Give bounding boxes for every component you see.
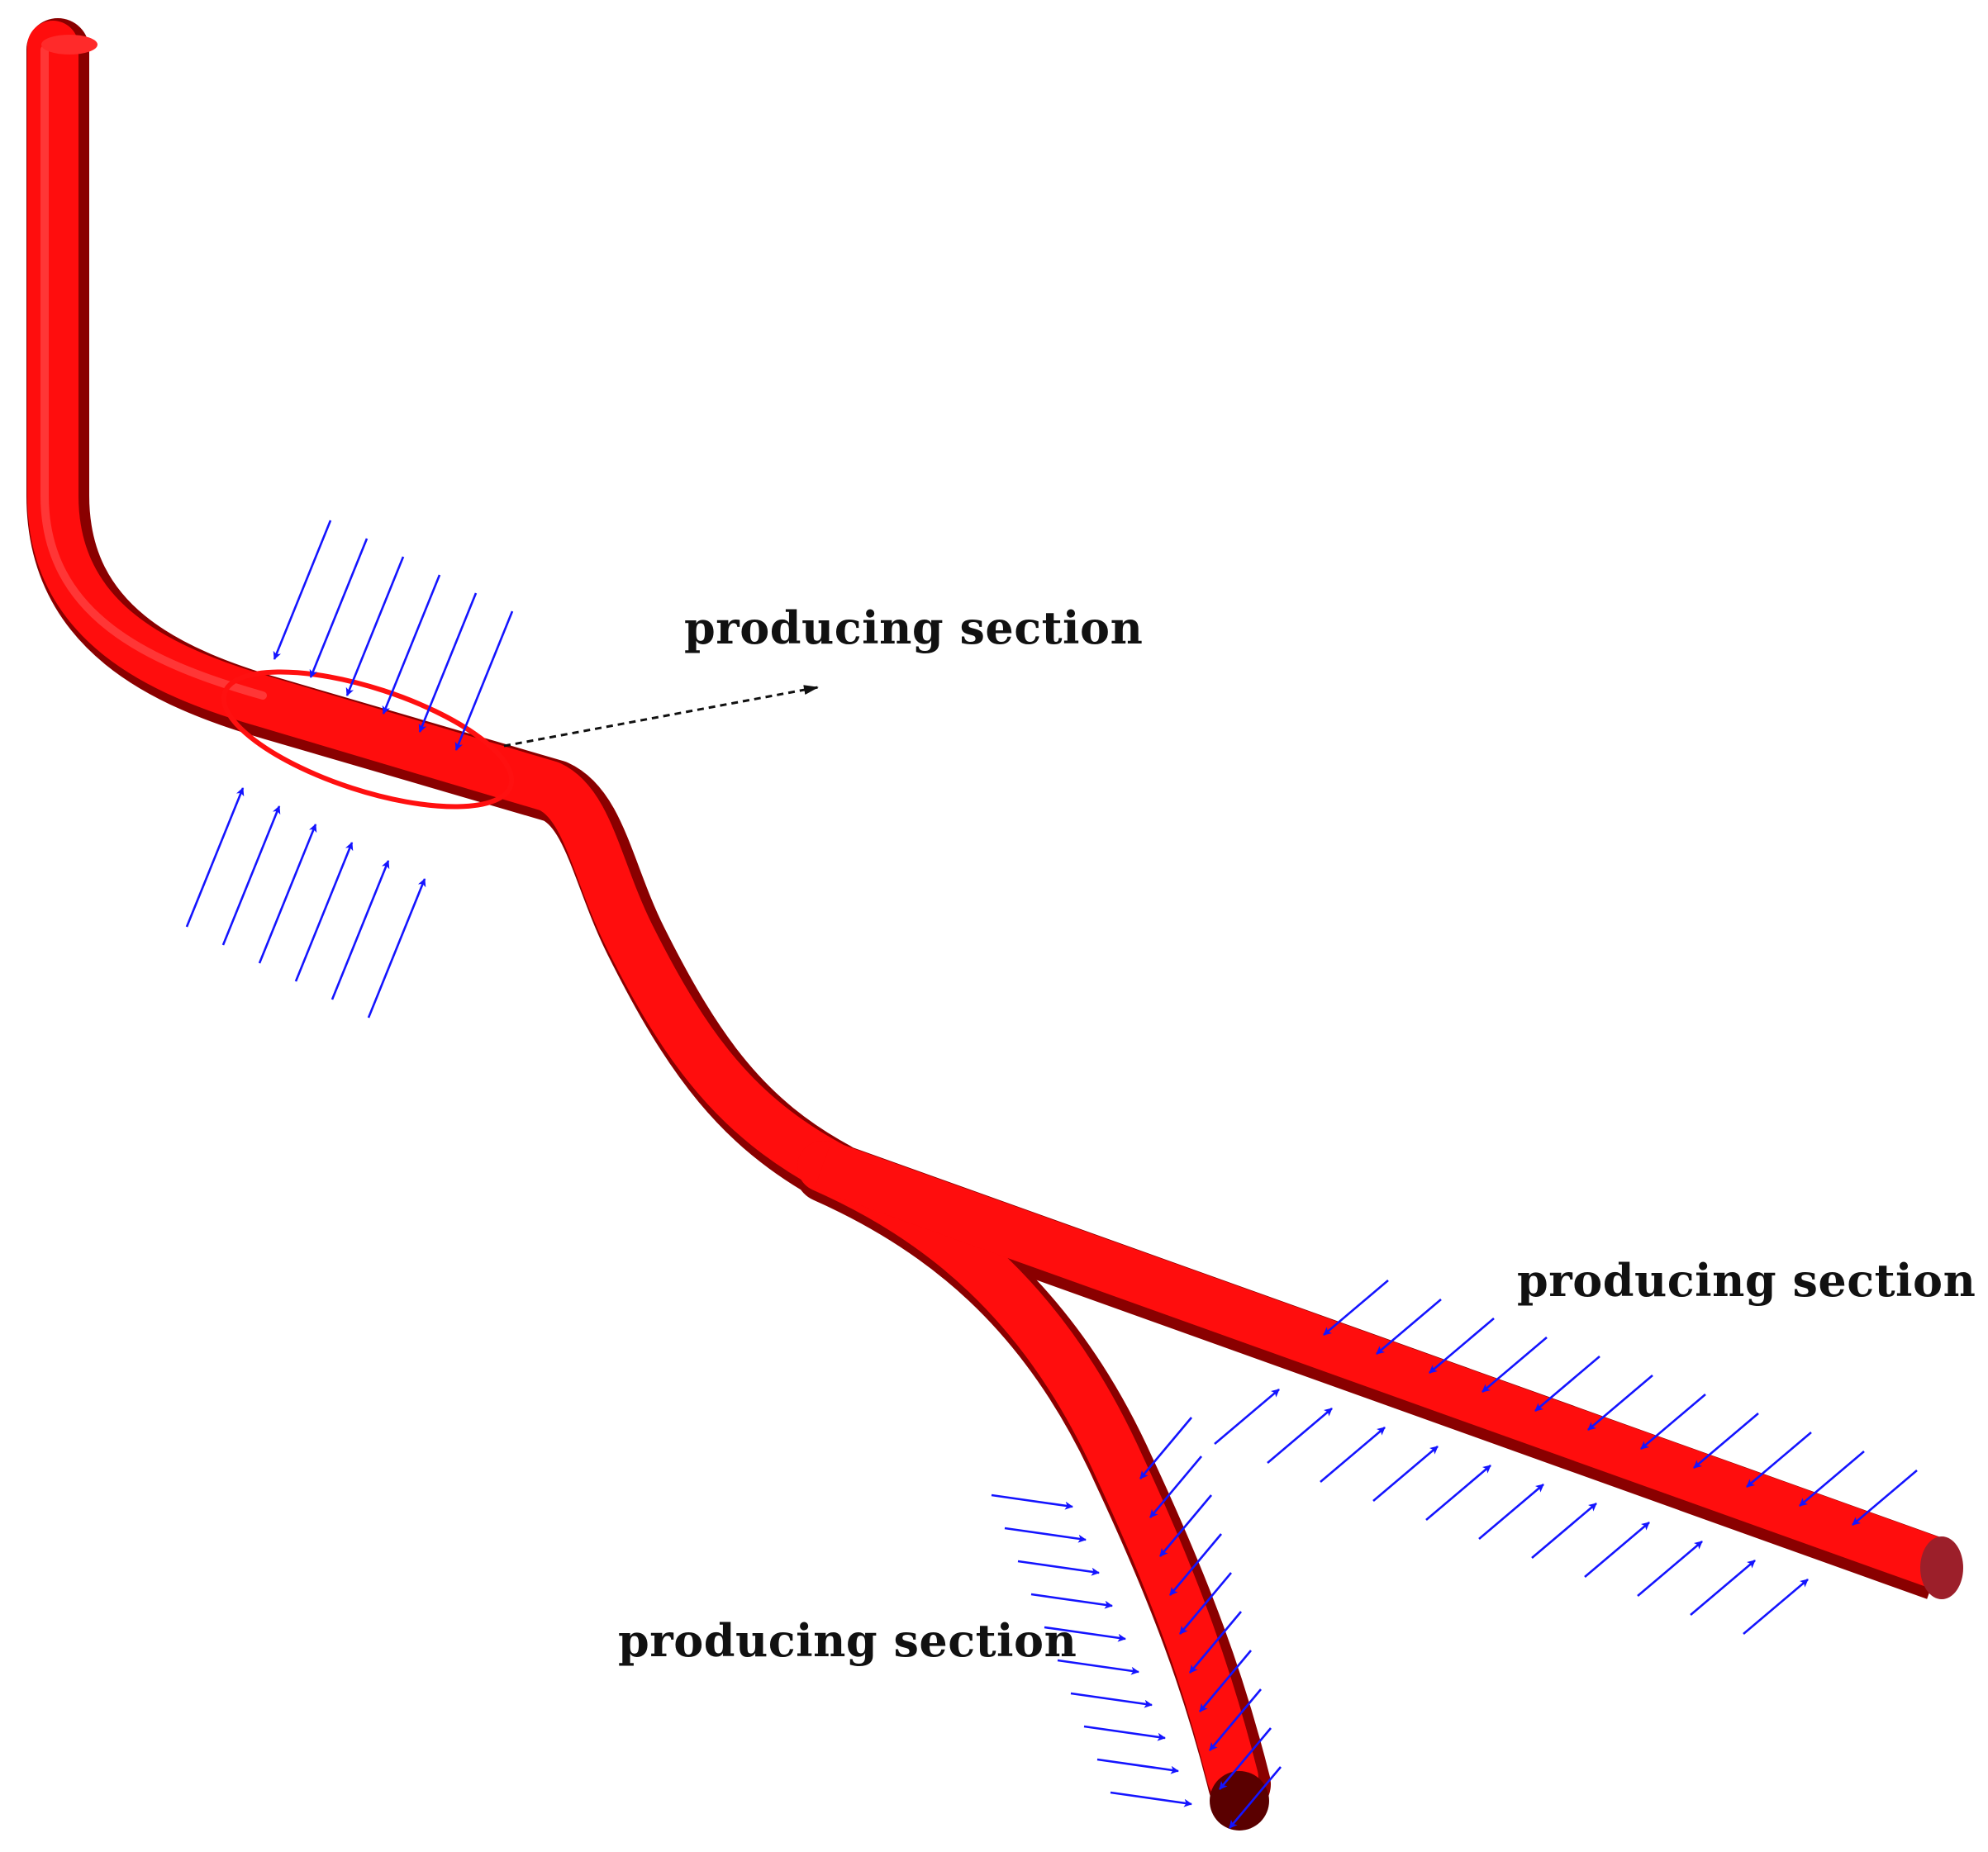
inflow-arrow-upper-bottom (185, 787, 245, 928)
inflow-arrow-lower-right (1189, 1611, 1242, 1674)
inflow-arrow-upper-bottom (221, 805, 281, 946)
inflow-arrow-lower-left (1110, 1791, 1192, 1807)
producing-section-label-right: producing section (1517, 1254, 1976, 1307)
inflow-arrow-lower-right (1229, 1766, 1282, 1829)
inflow-arrow-upper-top (345, 556, 405, 696)
inflow-arrow-lower-left (1070, 1692, 1153, 1708)
inflow-arrow-lower-left (1030, 1593, 1113, 1609)
inflow-arrow-lower-right (1199, 1650, 1252, 1712)
pipe-branch-horizontal-body (814, 1140, 1944, 1588)
inflow-arrow-lower-right (1179, 1572, 1232, 1635)
pipe-lateral-end-cap (1210, 1771, 1269, 1831)
inflow-arrow-lower-right (1149, 1455, 1202, 1518)
inflow-arrow-upper-bottom (367, 878, 426, 1019)
inflow-arrow-lower-left (1017, 1560, 1100, 1576)
inflow-arrow-right-bottom (1743, 1579, 1809, 1635)
inflow-arrow-lower-left (991, 1493, 1073, 1510)
inflow-arrow-upper-top (309, 538, 369, 678)
inflow-arrow-lower-right (1219, 1727, 1272, 1790)
inflow-arrow-right-top (1746, 1432, 1812, 1488)
inflow-arrow-upper-bottom (294, 842, 354, 982)
inflow-arrow-right-top (1481, 1337, 1548, 1393)
leader-arrow (503, 685, 819, 748)
inflow-arrow-right-bottom (1584, 1522, 1650, 1578)
inflow-arrow-upper-top (418, 592, 478, 733)
inflow-arrow-right-bottom (1425, 1465, 1491, 1521)
producing-section-highlight-ring (221, 669, 515, 810)
inflow-arrow-right-top (1376, 1299, 1442, 1355)
inflow-arrow-lower-left (1044, 1626, 1126, 1642)
inflow-arrow-lower-right (1159, 1494, 1212, 1557)
inflow-arrow-right-top (1799, 1451, 1865, 1507)
inflow-arrow-lower-right (1139, 1417, 1192, 1479)
inflow-arrow-lower-left (1083, 1725, 1166, 1741)
inflow-arrow-right-bottom (1637, 1541, 1703, 1597)
producing-section-label-upper: producing section (684, 601, 1144, 654)
inflow-arrow-right-bottom (1320, 1427, 1386, 1483)
inflow-arrow-lower-left (1057, 1659, 1139, 1675)
inflow-arrow-right-top (1587, 1375, 1653, 1431)
inflow-arrow-lower-left (1004, 1527, 1087, 1543)
inflow-arrow-right-top (1534, 1356, 1600, 1412)
inflow-arrow-right-top (1852, 1470, 1918, 1526)
inflow-arrow-right-bottom (1267, 1408, 1333, 1464)
pipe-horizontal-end-cap (1920, 1536, 1963, 1599)
inflow-arrow-right-bottom (1214, 1389, 1280, 1445)
inflow-arrow-upper-top (454, 610, 514, 751)
inflow-arrow-lower-right (1209, 1688, 1262, 1751)
inflow-arrow-right-bottom (1690, 1560, 1756, 1616)
inflow-arrow-right-bottom (1531, 1503, 1597, 1559)
inflow-arrow-right-top (1693, 1413, 1759, 1469)
inflow-arrow-lower-right (1169, 1533, 1222, 1596)
inflow-arrow-right-top (1640, 1394, 1706, 1450)
pipe-top-cap (41, 35, 97, 55)
inflow-arrow-upper-bottom (258, 824, 317, 964)
producing-section-label-lower: producing section (618, 1614, 1077, 1667)
inflow-arrow-right-top (1323, 1280, 1389, 1336)
inflow-arrow-right-bottom (1372, 1446, 1439, 1502)
wellbore-pipe (26, 18, 1963, 1831)
inflow-arrows (185, 520, 1918, 1829)
inflow-arrow-right-top (1429, 1318, 1495, 1374)
inflow-arrow-upper-top (382, 574, 441, 715)
inflow-arrow-upper-top (273, 520, 332, 660)
inflow-arrow-right-bottom (1478, 1484, 1544, 1540)
pipe-highlight (40, 45, 267, 700)
inflow-arrow-lower-left (1096, 1758, 1179, 1774)
inflow-arrow-upper-bottom (331, 860, 390, 1000)
